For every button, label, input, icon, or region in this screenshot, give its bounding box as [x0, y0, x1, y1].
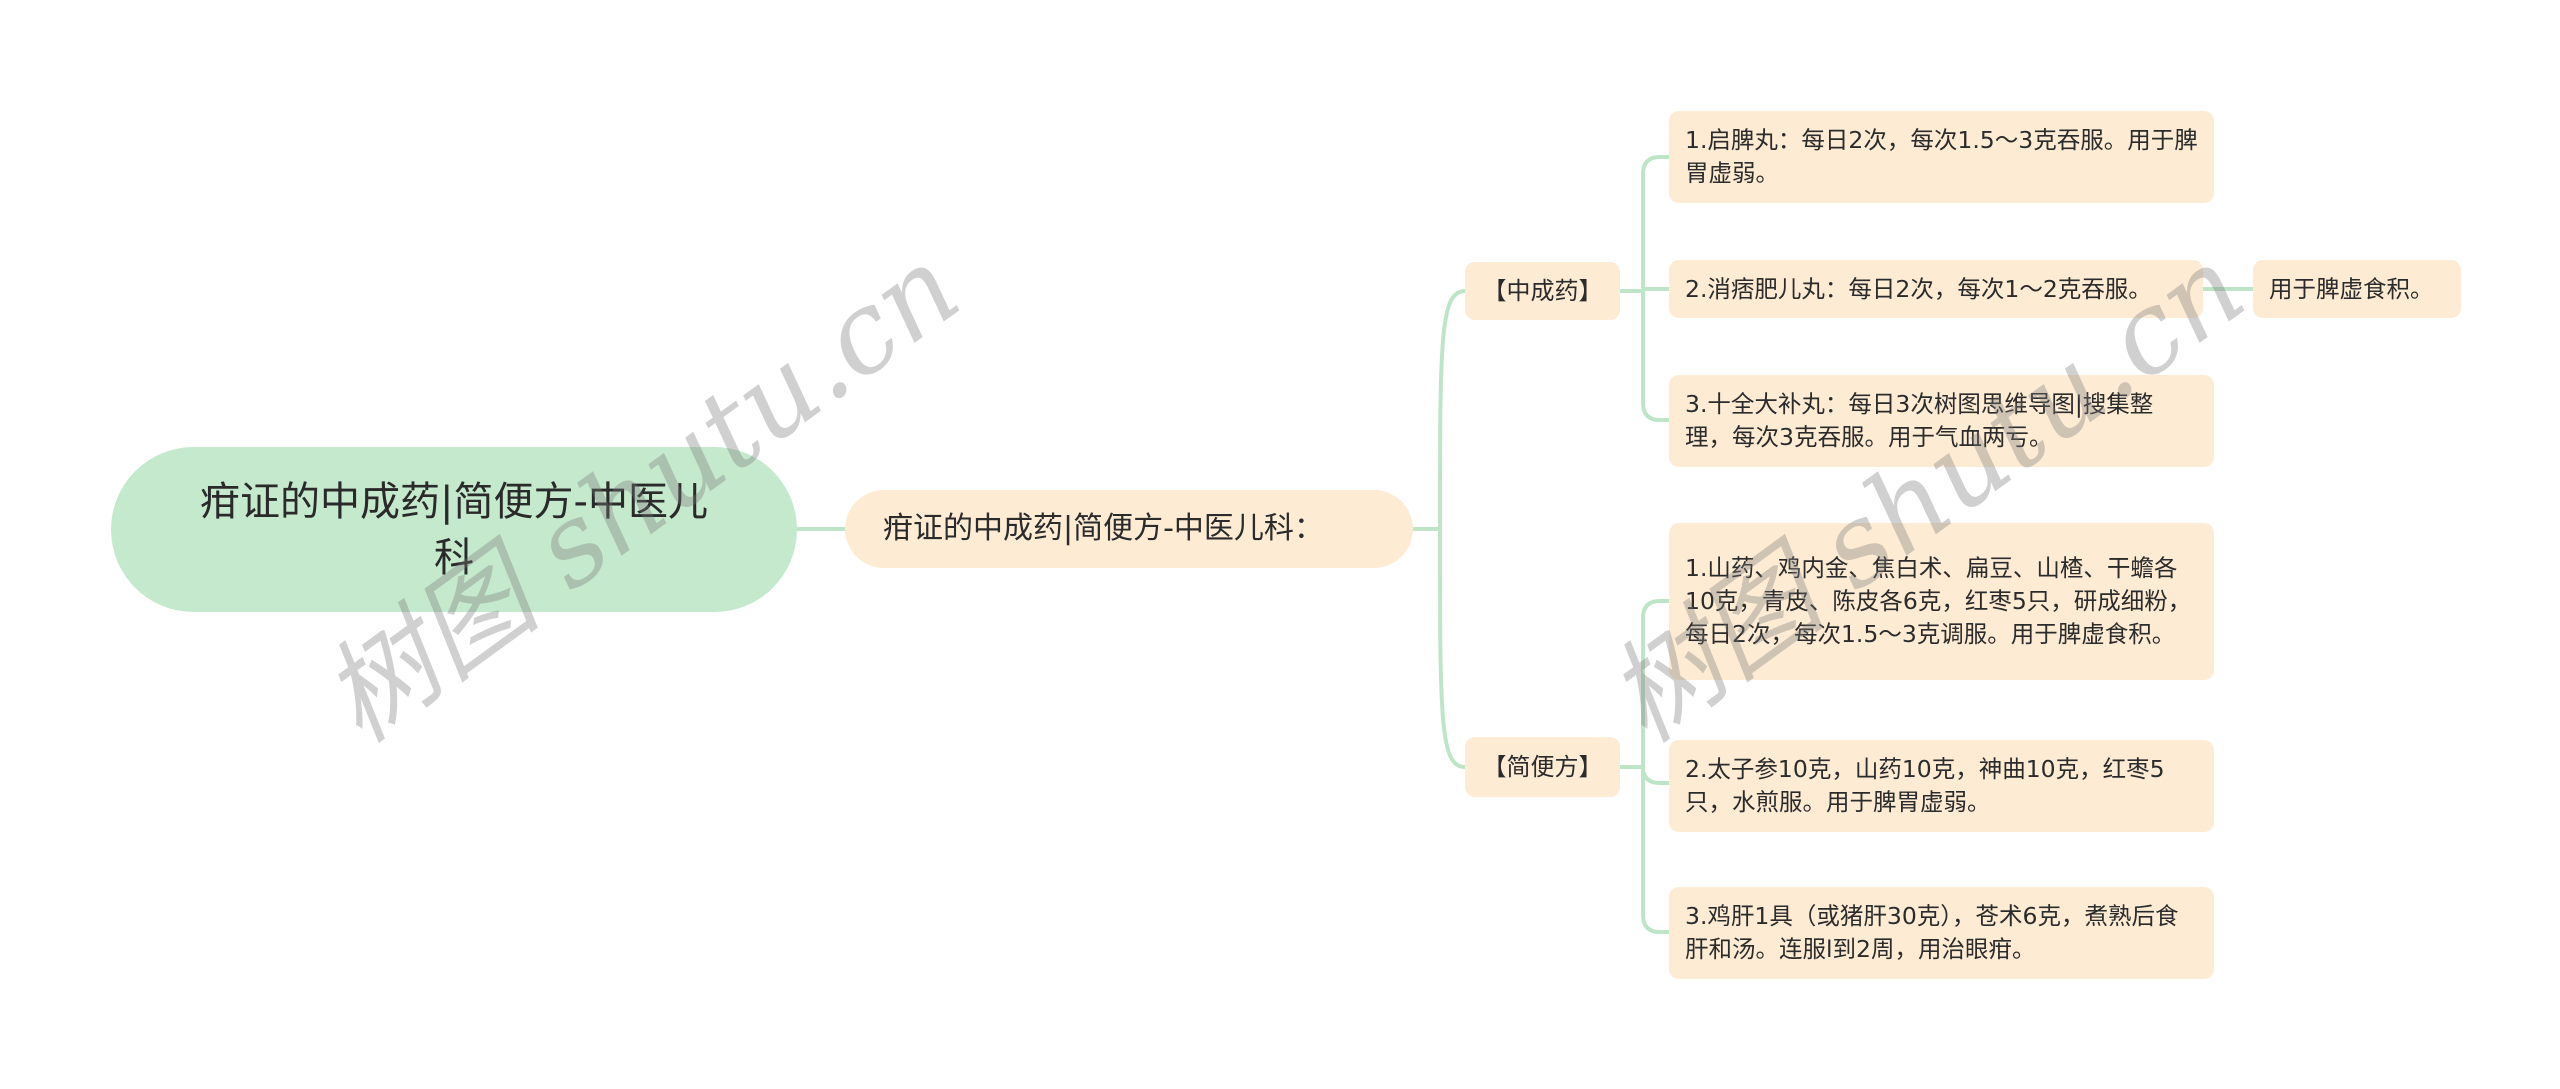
item-shiquandabuwan[interactable]: 3.十全大补丸：每日3次树图思维导图|搜集整理，每次3克吞服。用于气血两亏。 — [1669, 375, 2214, 467]
item-recipe-3[interactable]: 3.鸡肝1具（或猪肝30克），苍术6克，煮熟后食肝和汤。连服l到2周，用治眼疳。 — [1669, 887, 2214, 979]
item-qipiwan[interactable]: 1.启脾丸：每日2次，每次1.5～3克吞服。用于脾胃虚弱。 — [1669, 111, 2214, 203]
root-node[interactable]: 疳证的中成药|简便方-中医儿科 — [111, 447, 797, 612]
item-xiaopifeierwan[interactable]: 2.消痞肥儿丸：每日2次，每次1～2克吞服。 — [1669, 260, 2203, 318]
branch-jianbianfang[interactable]: 【简便方】 — [1465, 737, 1620, 797]
item-label: 1.启脾丸：每日2次，每次1.5～3克吞服。用于脾胃虚弱。 — [1685, 126, 2198, 187]
branch-label: 【简便方】 — [1482, 753, 1603, 781]
root-label: 疳证的中成药|简便方-中医儿科 — [200, 478, 708, 581]
branch-label: 【中成药】 — [1482, 277, 1603, 305]
item-subnote-pixushiji[interactable]: 用于脾虚食积。 — [2253, 260, 2461, 318]
item-label: 1.山药、鸡内金、焦白术、扁豆、山楂、干蟾各10克，青皮、陈皮各6克，红枣5只，… — [1685, 554, 2192, 648]
item-label: 用于脾虚食积。 — [2269, 274, 2434, 303]
item-recipe-1[interactable]: 1.山药、鸡内金、焦白术、扁豆、山楂、干蟾各10克，青皮、陈皮各6克，红枣5只，… — [1669, 523, 2214, 680]
item-recipe-2[interactable]: 2.太子参10克，山药10克，神曲10克，红枣5只，水煎服。用于脾胃虚弱。 — [1669, 740, 2214, 832]
center-label: 疳证的中成药|简便方-中医儿科： — [883, 511, 1324, 546]
item-label: 3.十全大补丸：每日3次树图思维导图|搜集整理，每次3克吞服。用于气血两亏。 — [1685, 390, 2154, 451]
item-label: 2.消痞肥儿丸：每日2次，每次1～2克吞服。 — [1685, 274, 2152, 303]
center-node[interactable]: 疳证的中成药|简便方-中医儿科： — [845, 490, 1413, 568]
branch-zhongchengyao[interactable]: 【中成药】 — [1465, 262, 1620, 320]
item-label: 3.鸡肝1具（或猪肝30克），苍术6克，煮熟后食肝和汤。连服l到2周，用治眼疳。 — [1685, 902, 2179, 963]
item-label: 2.太子参10克，山药10克，神曲10克，红枣5只，水煎服。用于脾胃虚弱。 — [1685, 755, 2165, 816]
